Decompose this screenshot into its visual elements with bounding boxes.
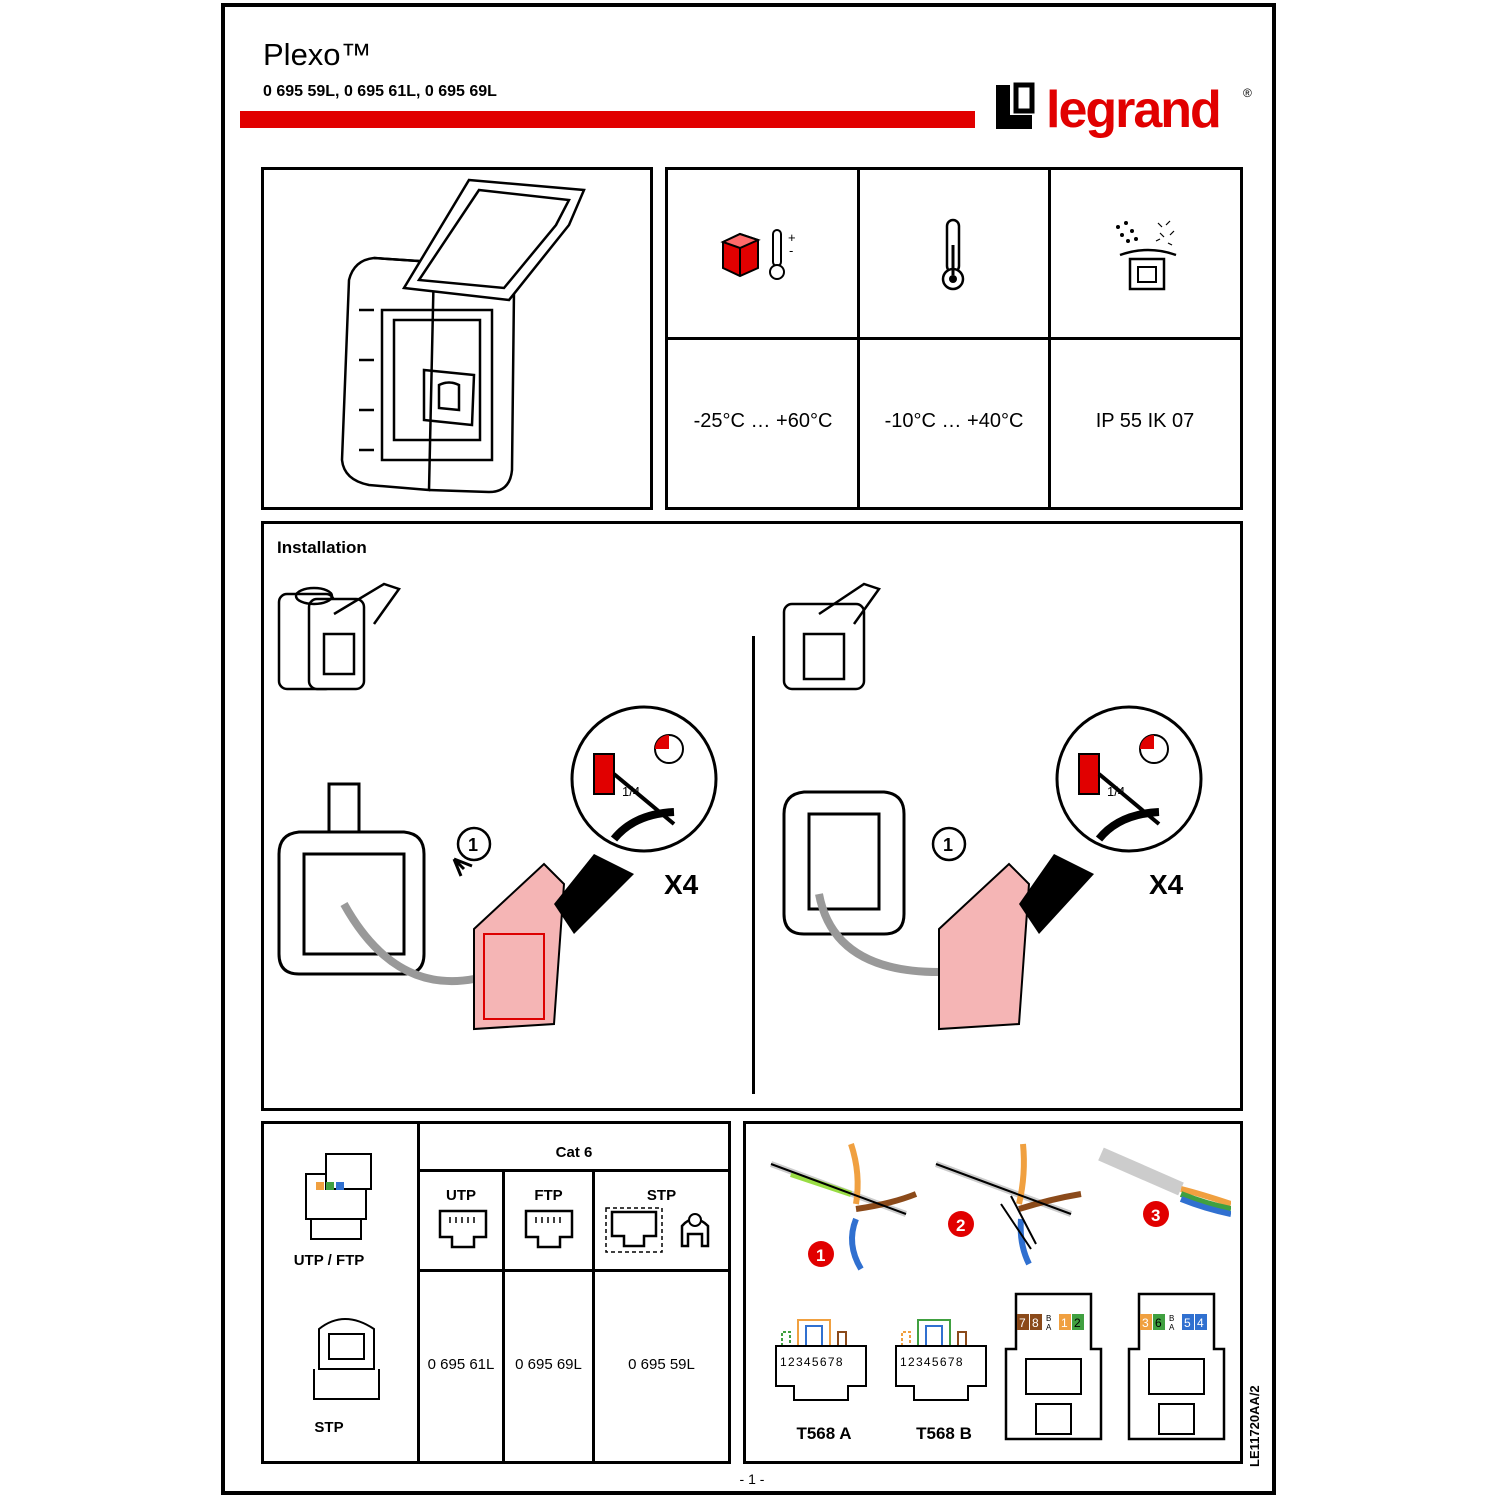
- legrand-symbol-icon: [996, 82, 1035, 129]
- product-references: 0 695 59L, 0 695 61L, 0 695 69L: [263, 83, 497, 100]
- operating-temperature-range: -10°C … +40°C: [884, 410, 1024, 432]
- utp-ftp-connector-illustration: [296, 1144, 386, 1244]
- ftp-jack-icon: [524, 1209, 574, 1249]
- stp-row-label: STP: [314, 1419, 344, 1436]
- wire-step-1: 1: [816, 1246, 825, 1265]
- connector-b-label-4: A: [1169, 1323, 1175, 1332]
- svg-text:-: -: [789, 243, 793, 258]
- connector-b-label-5: 5: [1184, 1316, 1191, 1330]
- utp-column-header: UTP: [446, 1187, 476, 1204]
- compatibility-table: Cat 6 UTP FTP STP UTP / FTP STP 0 695 61…: [261, 1121, 731, 1464]
- legrand-logo: legrand ®: [990, 75, 1258, 151]
- page-number: - 1 -: [739, 1471, 765, 1487]
- cat6-header: Cat 6: [555, 1144, 593, 1161]
- stp-column-header: STP: [646, 1187, 677, 1204]
- protection-rating: IP 55 IK 07: [1095, 410, 1195, 432]
- stp-reference: 0 695 59L: [628, 1356, 695, 1373]
- svg-text:+: +: [788, 230, 796, 245]
- wiring-section: 1 2 3 12345678 T568 A: [743, 1121, 1243, 1464]
- wire-preparation-illustration: 1 2 3: [761, 1134, 1231, 1284]
- connector-a-label-4: A: [1046, 1323, 1052, 1332]
- specifications-table: + -: [665, 167, 1243, 510]
- utp-ftp-row-label: UTP / FTP: [293, 1252, 365, 1269]
- connector-b-label-2: 6: [1155, 1316, 1162, 1330]
- installation-divider: [752, 636, 755, 1094]
- connector-a-label-5: 1: [1061, 1316, 1068, 1330]
- t568b-pinout-diagram: 12345678: [894, 1314, 994, 1404]
- document-reference: LE11720AA/2: [1247, 1385, 1262, 1467]
- installation-heading: Installation: [277, 538, 367, 557]
- wire-step-2: 2: [956, 1216, 965, 1235]
- repeat-count-label: X4: [664, 869, 699, 900]
- connector-b-label-3: B: [1169, 1314, 1174, 1323]
- connector-b-illustration: 3 6 B A 5 4: [1124, 1289, 1234, 1449]
- product-illustration-box: [261, 167, 653, 510]
- connector-b-label-1: 3: [1142, 1316, 1149, 1330]
- quarter-turn-label: 1/4: [622, 784, 640, 799]
- product-title: Plexo™: [263, 37, 372, 72]
- utp-jack-icon: [438, 1209, 488, 1249]
- storage-temperature-range: -25°C … +60°C: [693, 410, 833, 432]
- stp-jack-icon: [604, 1206, 724, 1256]
- t568b-label: T568 B: [916, 1424, 972, 1443]
- t568a-pin-numbers: 12345678: [780, 1355, 844, 1369]
- storage-temperature-icon: + -: [718, 220, 808, 290]
- surface-mount-illustration: 1 1/4 X4: [274, 574, 744, 1054]
- connector-a-label-3: B: [1046, 1314, 1051, 1323]
- socket-illustration: [340, 178, 586, 494]
- connector-a-label-2: 8: [1032, 1316, 1039, 1330]
- ftp-column-header: FTP: [534, 1187, 563, 1204]
- ip-protection-icon: [1108, 215, 1188, 295]
- t568b-pin-numbers: 12345678: [900, 1355, 964, 1369]
- wire-step-3: 3: [1151, 1206, 1160, 1225]
- svg-text:legrand: legrand: [1046, 81, 1220, 139]
- quarter-turn-label-right: 1/4: [1107, 784, 1125, 799]
- t568a-pinout-diagram: 12345678: [774, 1314, 874, 1404]
- t568a-label: T568 A: [796, 1424, 852, 1443]
- operating-temperature-icon: [933, 215, 973, 295]
- instruction-sheet: Plexo™ 0 695 59L, 0 695 61L, 0 695 69L l…: [221, 3, 1276, 1495]
- flush-mount-illustration: 1 1/4 X4: [764, 574, 1234, 1054]
- repeat-count-label-right: X4: [1149, 869, 1184, 900]
- svg-text:®: ®: [1243, 86, 1252, 100]
- connector-a-illustration: 7 8 B A 1 2: [1001, 1289, 1111, 1449]
- connector-b-label-6: 4: [1197, 1316, 1204, 1330]
- stp-connector-illustration: [304, 1309, 394, 1409]
- connector-a-label-6: 2: [1074, 1316, 1081, 1330]
- install-step-1-label-right: 1: [943, 835, 953, 855]
- utp-reference: 0 695 61L: [427, 1356, 495, 1373]
- header-red-bar: [240, 111, 975, 128]
- installation-section: Installation: [261, 521, 1243, 1111]
- ftp-reference: 0 695 69L: [515, 1356, 582, 1373]
- install-step-1-label: 1: [468, 835, 478, 855]
- connector-a-label-1: 7: [1019, 1316, 1026, 1330]
